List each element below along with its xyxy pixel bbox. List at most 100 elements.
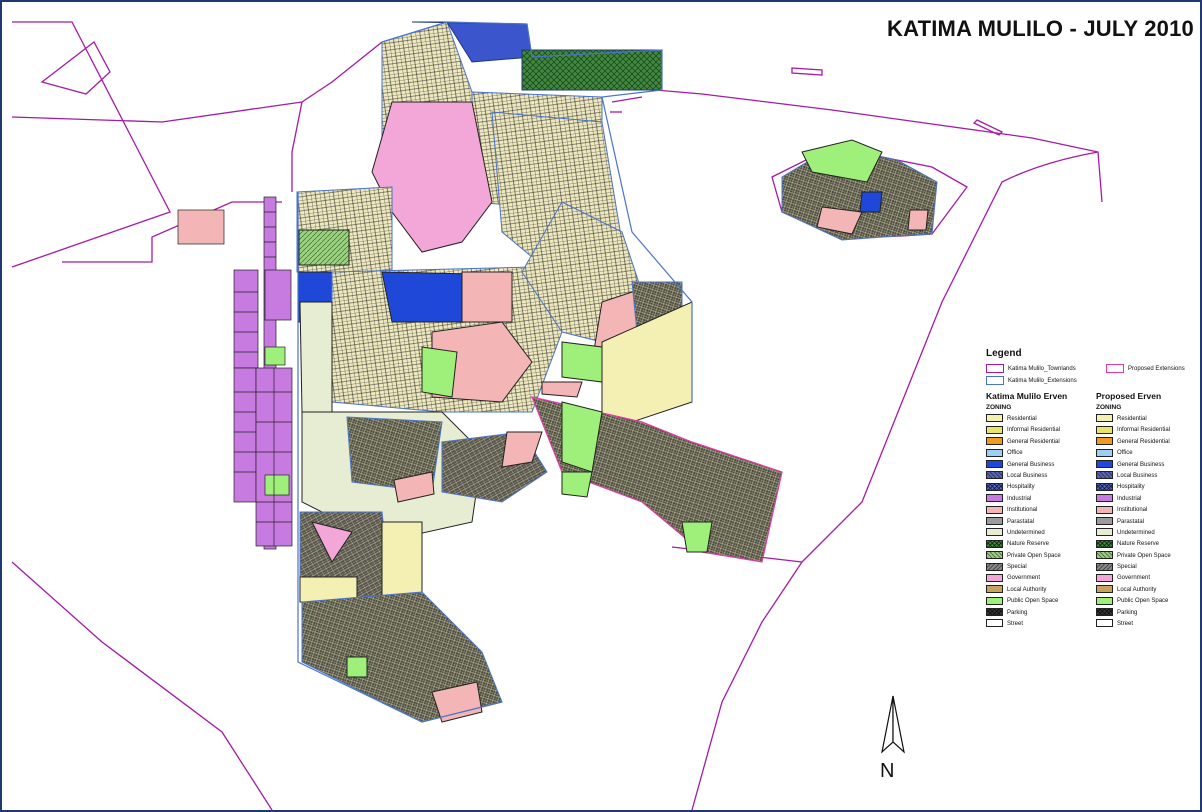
ne-settlement (781, 139, 938, 241)
legend-zoning-item: Industrial (1096, 494, 1196, 505)
zoning-label: Special (1007, 564, 1027, 571)
zoning-label: Government (1007, 575, 1041, 582)
zoning-label: Residential (1007, 416, 1037, 422)
legend-zoning-item: Private Open Space (1096, 551, 1196, 562)
zoning-label: Local Authority (1007, 586, 1047, 593)
zoning-label: Residential (1117, 416, 1147, 422)
zoning-label: General Business (1117, 461, 1165, 468)
legend-zoning-item: General Residential (1096, 437, 1196, 448)
zoning-swatch (986, 414, 1003, 423)
zoning-label: Nature Reserve (1007, 541, 1050, 548)
zoning-swatch (986, 516, 1003, 525)
zoning-swatch (986, 551, 1003, 560)
zoning-swatch (1096, 596, 1113, 605)
proposed-extensions-swatch (1106, 364, 1124, 373)
zoning-label: Private Open Space (1007, 552, 1061, 559)
zoning-label: Government (1117, 575, 1151, 582)
legend-zoning-item: Local Business (1096, 471, 1196, 482)
legend-zoning-item: Informal Residential (986, 425, 1086, 436)
zoning-label: Undetermined (1117, 529, 1155, 536)
zoning-label: Hospitality (1117, 484, 1145, 491)
extensions-swatch (986, 376, 1004, 385)
zoning-swatch (986, 494, 1003, 503)
zoning-label: Parking (1117, 609, 1138, 616)
zoning-label: Informal Residential (1007, 427, 1061, 434)
zoning-swatch (1096, 437, 1113, 446)
legend-extensions: Katima Mulilo_Extensions (986, 376, 1077, 386)
zoning-swatch (1096, 516, 1113, 525)
extension-lines (297, 21, 693, 723)
legend-zoning-item: General Residential (986, 437, 1086, 448)
zoning-swatch (986, 619, 1003, 628)
legend-zoning-item: Local Authority (986, 585, 1086, 596)
zoning-swatch (1096, 539, 1113, 548)
legend-zoning-item: Office (986, 448, 1086, 459)
zoning-swatch (986, 585, 1003, 594)
zoning-swatch (1096, 573, 1113, 582)
legend-zoning-item: Public Open Space (1096, 596, 1196, 607)
zoning-swatch (1096, 459, 1113, 468)
zoning-swatch (1096, 414, 1113, 423)
zoning-label: Hospitality (1007, 484, 1035, 491)
zoning-swatch (986, 573, 1003, 582)
zoning-label: Parastatal (1007, 518, 1035, 525)
legend-zoning-item: Government (1096, 573, 1196, 584)
legend-zoning-item: Special (986, 562, 1086, 573)
legend-zoning-item: Parastatal (986, 516, 1086, 528)
map-title: KATIMA MULILO - JULY 2010 (887, 16, 1194, 41)
zoning-swatch (986, 608, 1003, 617)
zoning-label: Local Authority (1117, 586, 1157, 593)
legend-zoning-item: Street (1096, 619, 1196, 630)
legend-zoning-item: Industrial (986, 494, 1086, 505)
legend-column-subtitle: ZONING (1096, 404, 1122, 411)
zoning-label: Undetermined (1007, 529, 1045, 536)
legend-proposed-extensions: Proposed Extensions (1106, 364, 1185, 374)
zoning-label: Street (1007, 621, 1024, 628)
zoning-swatch (986, 437, 1003, 446)
zoning-swatch (986, 562, 1003, 571)
legend-zoning-item: Undetermined (1096, 528, 1196, 539)
zoning-label: Nature Reserve (1117, 541, 1160, 548)
zoning-swatch (1096, 619, 1113, 628)
zoning-label: Public Open Space (1007, 598, 1059, 605)
legend-zoning-item: Street (986, 619, 1086, 630)
zoning-label: General Residential (1117, 438, 1170, 445)
townlands-boundary (11, 21, 1103, 810)
zoning-label: Office (1117, 450, 1133, 457)
zoning-label: Office (1007, 450, 1023, 457)
zoning-label: Parastatal (1117, 518, 1145, 525)
zoning-label: Informal Residential (1117, 427, 1171, 434)
legend-zoning-item: Private Open Space (986, 551, 1086, 562)
zoning-swatch (1096, 425, 1113, 434)
legend-zoning-item: Local Business (986, 471, 1086, 482)
zoning-swatch (986, 448, 1003, 457)
legend-zoning-item: Nature Reserve (1096, 539, 1196, 550)
legend-townlands-label: Katima Mulilo_Townlands (1008, 366, 1076, 373)
zoning-swatch (986, 539, 1003, 548)
legend-zoning-item: Informal Residential (1096, 425, 1196, 436)
legend-extensions-label: Katima Mulilo_Extensions (1008, 378, 1077, 385)
legend-zoning-item: Special (1096, 562, 1196, 573)
zoning-label: General Residential (1007, 438, 1060, 445)
zoning-swatch (986, 505, 1003, 514)
legend-column-subtitle: ZONING (986, 404, 1012, 411)
legend-zoning-item: Undetermined (986, 528, 1086, 539)
legend-column-title: Katima Mulilo Erven (986, 391, 1068, 401)
zoning-label: Industrial (1007, 495, 1032, 502)
zoning-label: Private Open Space (1117, 552, 1171, 559)
zoning-swatch (986, 528, 1003, 537)
industrial-strip (177, 196, 293, 550)
legend-zoning-item: Parking (1096, 608, 1196, 619)
zoning-swatch (986, 459, 1003, 468)
legend-zoning-item: General Business (1096, 459, 1196, 471)
legend-zoning-item: Institutional (1096, 505, 1196, 516)
zoning-label: Special (1117, 564, 1137, 571)
legend-zoning-item: Local Authority (1096, 585, 1196, 596)
zoning-label: Parking (1007, 609, 1028, 616)
zoning-swatch (1096, 494, 1113, 503)
